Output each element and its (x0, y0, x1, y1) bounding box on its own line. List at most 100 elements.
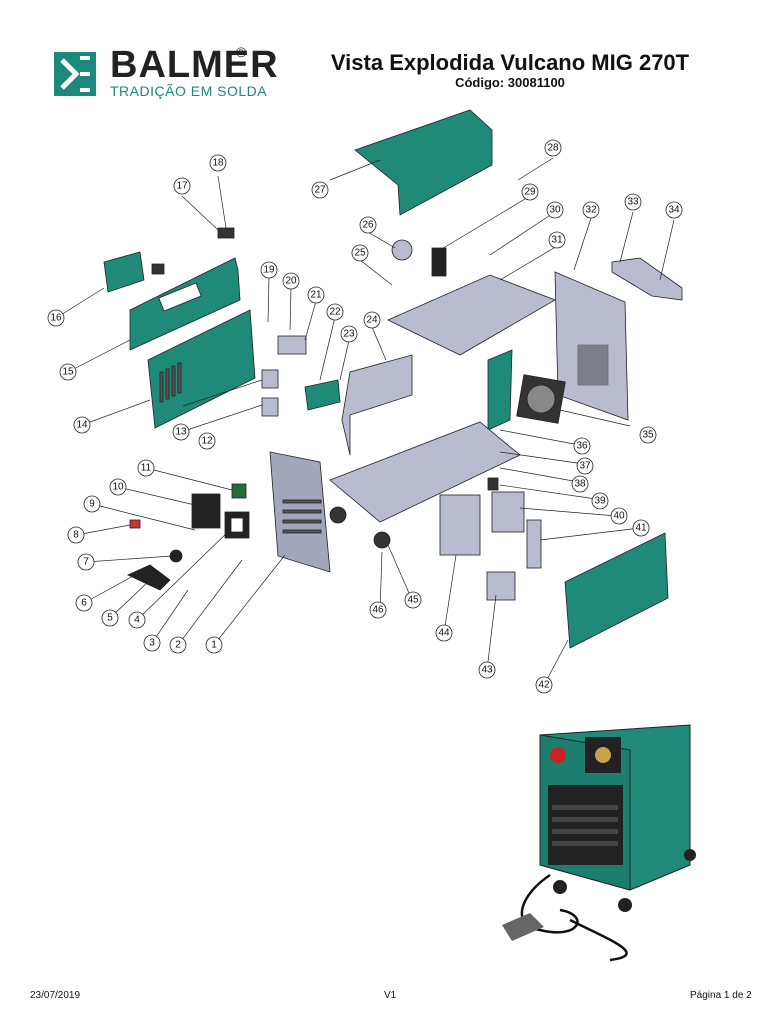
callout-33: 33 (624, 193, 642, 211)
side-panel-right-part (564, 532, 669, 649)
green-strip-part (487, 349, 513, 431)
callout-number: 28 (547, 143, 559, 154)
callout-number: 14 (76, 420, 88, 431)
callout-24: 24 (363, 311, 381, 329)
middle-plate-part (387, 274, 556, 356)
callout-number: 36 (576, 441, 588, 452)
callout-5: 5 (101, 609, 119, 627)
callout-41: 41 (632, 519, 650, 537)
callout-46: 46 (369, 601, 387, 619)
callout-number: 1 (211, 640, 217, 651)
switch-part (217, 227, 235, 239)
callout-8: 8 (67, 526, 85, 544)
callout-14: 14 (73, 416, 91, 434)
top-cover-part (354, 109, 493, 216)
brand-registered-mark: ® (236, 44, 247, 60)
callout-1: 1 (205, 636, 223, 654)
callout-number: 31 (551, 235, 563, 246)
callout-number: 3 (149, 638, 155, 649)
callout-34: 34 (665, 201, 683, 219)
callout-26: 26 (359, 216, 377, 234)
callout-13: 13 (172, 423, 190, 441)
callout-number: 16 (50, 313, 62, 324)
callout-number: 5 (107, 613, 113, 624)
callout-38: 38 (571, 475, 589, 493)
callout-number: 18 (212, 158, 224, 169)
callout-28: 28 (544, 139, 562, 157)
callout-number: 25 (354, 248, 366, 259)
callout-19: 19 (260, 261, 278, 279)
callout-number: 40 (613, 511, 625, 522)
callout-10: 10 (109, 478, 127, 496)
callout-number: 21 (310, 290, 322, 301)
callout-number: 10 (112, 482, 124, 493)
callout-4: 4 (128, 611, 146, 629)
callout-37: 37 (576, 457, 594, 475)
callout-number: 34 (668, 205, 680, 216)
callout-44: 44 (435, 624, 453, 642)
callout-17: 17 (173, 177, 191, 195)
pcb-part (231, 483, 247, 499)
callout-3: 3 (143, 634, 161, 652)
small-transformer-part (486, 571, 516, 601)
callout-number: 8 (73, 530, 79, 541)
callout-number: 9 (89, 499, 95, 510)
callout-number: 32 (585, 205, 597, 216)
exploded-view-diagram: 1234567891011121314151617181920212223242… (47, 109, 683, 694)
callout-number: 20 (285, 276, 297, 287)
callout-23: 23 (340, 325, 358, 343)
callout-7: 7 (77, 553, 95, 571)
frame-panel-part (129, 257, 241, 351)
callout-number: 35 (642, 430, 654, 441)
callout-16: 16 (47, 309, 65, 327)
product-code: Código: 30081100 (455, 75, 565, 90)
callout-15: 15 (59, 363, 77, 381)
callout-number: 7 (83, 557, 89, 568)
callout-number: 41 (635, 523, 647, 534)
callout-20: 20 (282, 272, 300, 290)
callout-number: 19 (263, 265, 275, 276)
callout-45: 45 (404, 591, 422, 609)
callout-35: 35 (639, 426, 657, 444)
callout-22: 22 (326, 303, 344, 321)
callout-number: 39 (594, 496, 606, 507)
callout-number: 2 (175, 640, 181, 651)
callout-number: 11 (141, 463, 152, 474)
callout-number: 44 (438, 628, 450, 639)
callout-6: 6 (75, 594, 93, 612)
bracket-small-part (526, 519, 542, 569)
callout-number: 45 (407, 595, 419, 606)
callout-number: 23 (343, 329, 355, 340)
callout-30: 30 (546, 201, 564, 219)
callout-25: 25 (351, 244, 369, 262)
page-title: Vista Explodida Vulcano MIG 270T (330, 50, 690, 75)
small-panel-part (103, 251, 145, 293)
callout-group: 1234567891011121314151617181920212223242… (47, 139, 683, 694)
callout-number: 33 (627, 197, 639, 208)
callout-36: 36 (573, 437, 591, 455)
callout-29: 29 (521, 183, 539, 201)
callout-number: 46 (372, 605, 384, 616)
handle-part (127, 564, 171, 591)
callout-number: 6 (81, 598, 87, 609)
callout-number: 12 (201, 436, 213, 447)
side-panel-left-part (147, 309, 256, 429)
callout-number: 30 (549, 205, 561, 216)
callout-number: 43 (481, 665, 493, 676)
footer-version: V1 (384, 990, 397, 1001)
knob-part (129, 519, 141, 529)
callout-39: 39 (591, 492, 609, 510)
callout-43: 43 (478, 661, 496, 679)
callout-number: 42 (538, 680, 550, 691)
callout-number: 38 (574, 479, 586, 490)
socket-part (151, 263, 165, 275)
transformer-part (439, 494, 481, 556)
callout-11: 11 (137, 459, 155, 477)
vertical-plate-part (341, 354, 413, 456)
callout-9: 9 (83, 495, 101, 513)
callout-number: 24 (366, 315, 378, 326)
wheel-part (329, 506, 347, 524)
callout-18: 18 (209, 154, 227, 172)
callout-42: 42 (535, 676, 553, 694)
callout-number: 22 (329, 307, 341, 318)
